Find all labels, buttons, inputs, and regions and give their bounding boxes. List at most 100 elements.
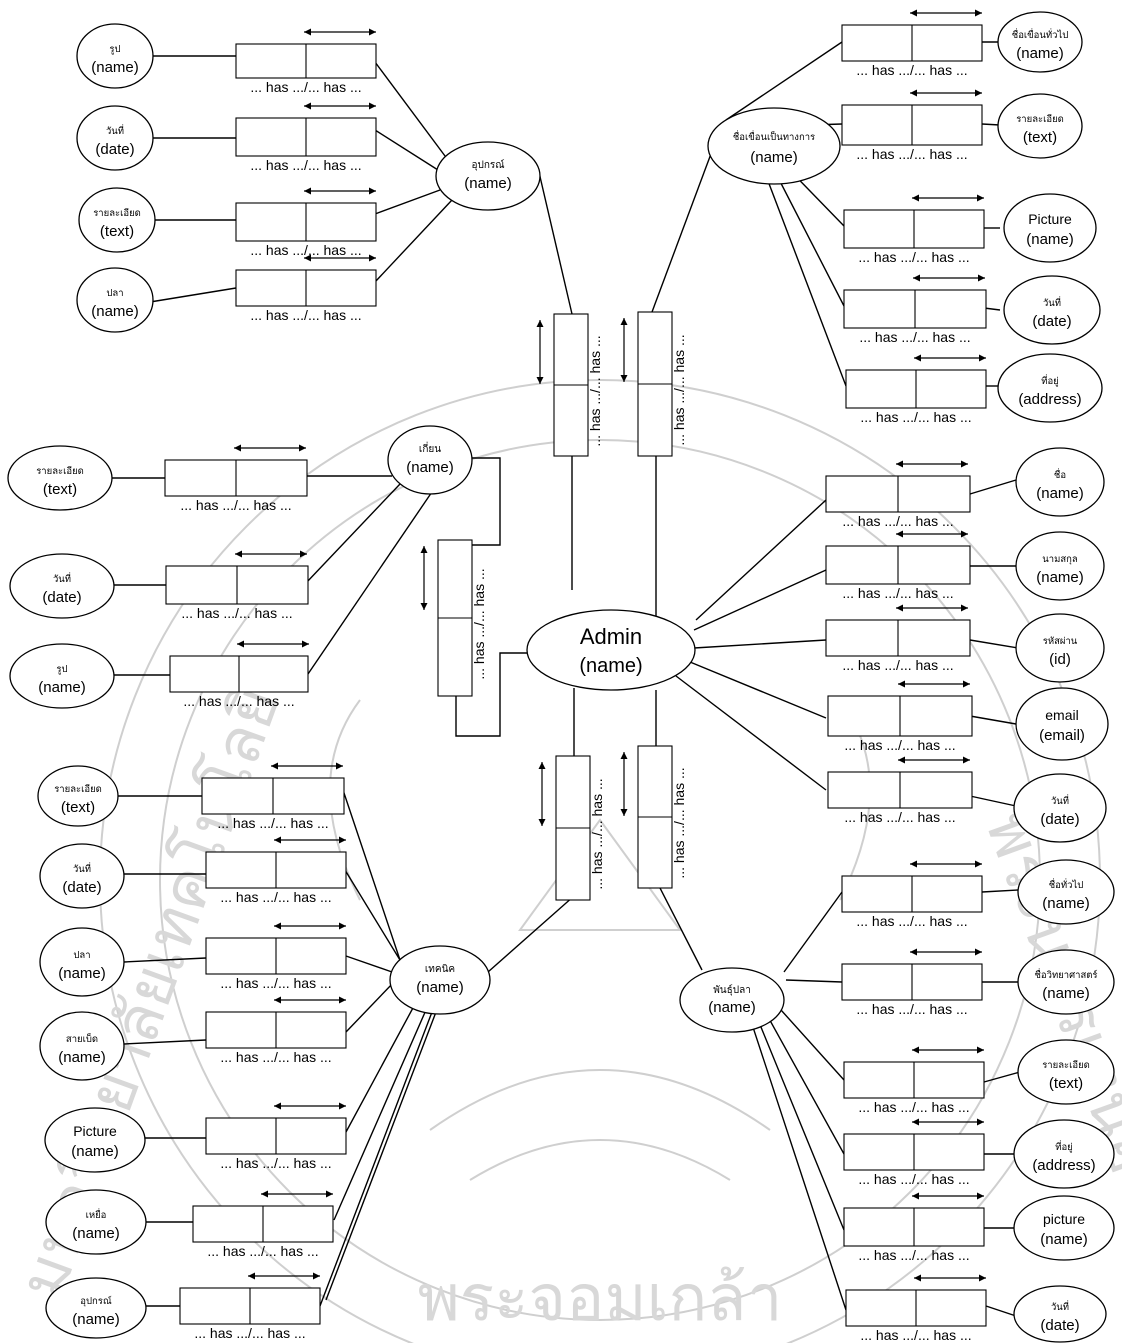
relationship-box[interactable]: ... has .../... has ... [844, 275, 986, 346]
official-attrs-3-ellipse[interactable]: วันที่(date) [1004, 276, 1100, 344]
fish-attrs-4-ellipse[interactable]: picture(name) [1014, 1196, 1114, 1260]
fishing-attrs-5-ellipse-type: (name) [72, 1225, 120, 1242]
fishing-technique-hub[interactable]: เทคนิค (name) [390, 946, 490, 1014]
relationship-box[interactable]: ... has .../... has ... [846, 1275, 986, 1343]
species-left-attrs-0-ellipse-type: (text) [43, 481, 77, 498]
admin-attrs-4-ellipse[interactable]: วันที่(date) [1014, 774, 1106, 842]
admin-attrs-0-ellipse[interactable]: ชื่อ(name) [1016, 448, 1104, 516]
relationship-box[interactable]: ... has .../... has ... [621, 746, 688, 888]
relationship-label: ... has .../... has ... [220, 1155, 331, 1171]
relationship-label: ... has .../... has ... [180, 497, 291, 513]
species-left-attrs-1-ellipse[interactable]: วันที่(date) [10, 554, 114, 618]
official-name-hub[interactable]: ชื่อเขื่อนเป็นทางการ (name) [708, 108, 840, 184]
relationship-label: ... has .../... has ... [842, 657, 953, 673]
relationship-box[interactable]: ... has .../... has ... [165, 445, 307, 514]
tools-attrs-0-ellipse[interactable]: รูป(name) [77, 24, 153, 88]
admin-attrs-3-ellipse[interactable]: email(email) [1016, 688, 1108, 760]
fishing-attrs-1-ellipse[interactable]: วันที่(date) [40, 844, 124, 908]
tools-attrs-3-ellipse[interactable]: ปลา(name) [77, 268, 153, 332]
species-left-attrs-2-ellipse[interactable]: รูป(name) [10, 644, 114, 708]
relationship-box[interactable]: ... has .../... has ... [236, 188, 376, 259]
fishing-attrs-4-ellipse[interactable]: Picture(name) [45, 1108, 145, 1172]
relationship-box[interactable]: ... has .../... has ... [206, 997, 346, 1066]
admin-attrs-1-ellipse[interactable]: นามสกุล(name) [1016, 532, 1104, 600]
official-attrs-0-ellipse-title: ชื่อเขื่อนทั่วไป [1012, 28, 1069, 41]
species-left-attrs-2-ellipse-type: (name) [38, 679, 86, 696]
admin-attrs-2-ellipse[interactable]: รหัสผ่าน(id) [1016, 614, 1104, 682]
relationship-box[interactable]: ... has .../... has ... [844, 1047, 984, 1116]
relationship-box[interactable]: ... has .../... has ... [421, 540, 488, 696]
relationship-box[interactable]: ... has .../... has ... [180, 1273, 320, 1342]
relationship-box[interactable]: ... has .../... has ... [537, 314, 604, 456]
relationship-box[interactable]: ... has .../... has ... [842, 90, 982, 163]
fish-attrs-3-ellipse[interactable]: ที่อยู่(address) [1014, 1120, 1114, 1188]
relationship-label: ... has .../... has ... [220, 1049, 331, 1065]
fishing-attrs-2-ellipse[interactable]: ปลา(name) [40, 928, 124, 996]
official-attrs-2-ellipse[interactable]: Picture(name) [1004, 194, 1096, 262]
relationship-box[interactable]: ... has .../... has ... [844, 1193, 984, 1264]
admin-entity[interactable]: Admin (name) [527, 610, 695, 690]
svg-text:(name): (name) [750, 149, 798, 166]
svg-text:อุปกรณ์: อุปกรณ์ [471, 159, 504, 171]
relationship-box[interactable]: ... has .../... has ... [846, 355, 986, 426]
fish-attrs-0-ellipse[interactable]: ชื่อทั่วไป(name) [1018, 860, 1114, 924]
tools-attrs-1-ellipse[interactable]: วันที่(date) [77, 106, 153, 170]
tools-attrs-2-ellipse[interactable]: รายละเอียด(text) [79, 188, 155, 252]
relationship-label: ... has .../... has ... [250, 157, 361, 173]
official-attrs-1-ellipse-title: รายละเอียด [1016, 113, 1064, 125]
relationship-box[interactable]: ... has .../... has ... [206, 923, 346, 992]
relationship-box[interactable]: ... has .../... has ... [621, 312, 688, 456]
fishing-attrs-1-ellipse-title: วันที่ [73, 862, 91, 875]
species-left-attrs-0-ellipse[interactable]: รายละเอียด(text) [8, 446, 112, 510]
relationship-label: ... has .../... has ... [844, 737, 955, 753]
official-attrs-1-ellipse[interactable]: รายละเอียด(text) [998, 94, 1082, 158]
tools-hub[interactable]: อุปกรณ์ (name) [436, 142, 540, 210]
fish-attrs-5-ellipse[interactable]: วันที่(date) [1014, 1286, 1106, 1342]
official-attrs-2-ellipse-title: Picture [1028, 211, 1072, 227]
relationship-box[interactable]: ... has .../... has ... [826, 605, 970, 674]
fishing-attrs-3-ellipse[interactable]: สายเบ็ด(name) [40, 1012, 124, 1080]
relationship-box[interactable]: ... has .../... has ... [539, 756, 606, 900]
admin-attrs-2-ellipse-title: รหัสผ่าน [1043, 636, 1078, 647]
relationship-box[interactable]: ... has .../... has ... [166, 551, 308, 622]
relationship-box[interactable]: ... has .../... has ... [826, 461, 970, 530]
tools-attrs-0-ellipse-title: รูป [109, 44, 120, 55]
fishing-attrs-6-ellipse-title: อุปกรณ์ [80, 1295, 112, 1307]
relationship-label: ... has .../... has ... [250, 242, 361, 258]
relationship-box[interactable]: ... has .../... has ... [844, 195, 984, 266]
relationship-box[interactable]: ... has .../... has ... [842, 949, 982, 1018]
fish-attrs-1-ellipse[interactable]: ชื่อวิทยาศาสตร์(name) [1018, 950, 1114, 1014]
relationship-label: ... has .../... has ... [842, 585, 953, 601]
relationship-label: ... has .../... has ... [181, 605, 292, 621]
relationship-box[interactable]: ... has .../... has ... [842, 861, 982, 930]
relationship-label: ... has .../... has ... [589, 778, 605, 889]
fish-attrs-2-ellipse[interactable]: รายละเอียด(text) [1018, 1040, 1114, 1104]
fishing-attrs-6-ellipse[interactable]: อุปกรณ์(name) [46, 1278, 146, 1338]
official-attrs-0-ellipse[interactable]: ชื่อเขื่อนทั่วไป(name) [998, 12, 1082, 72]
relationship-box[interactable]: ... has .../... has ... [842, 10, 982, 79]
fishing-attrs-0-ellipse[interactable]: รายละเอียด(text) [38, 766, 118, 826]
official-attrs-4-ellipse[interactable]: ที่อยู่(address) [998, 354, 1102, 422]
fishing-attrs-3-ellipse-type: (name) [58, 1049, 106, 1066]
relationship-box[interactable]: ... has .../... has ... [170, 641, 309, 710]
relationship-box[interactable]: ... has .../... has ... [828, 757, 972, 826]
relationship-box[interactable]: ... has .../... has ... [236, 255, 376, 324]
official-attrs-4-ellipse-type: (address) [1018, 391, 1081, 408]
relationship-label: ... has .../... has ... [858, 1171, 969, 1187]
relationship-label: ... has .../... has ... [217, 815, 328, 831]
fish-attrs-5-ellipse-title: วันที่ [1051, 1300, 1069, 1313]
fishing-attrs-5-ellipse-title: เหยื่อ [86, 1208, 107, 1221]
fishing-attrs-4-ellipse-type: (name) [71, 1143, 119, 1160]
relationship-label: ... has .../... has ... [860, 409, 971, 425]
relationship-box[interactable]: ... has .../... has ... [828, 681, 972, 754]
fishing-attrs-5-ellipse[interactable]: เหยื่อ (name) [46, 1190, 146, 1254]
relationship-box[interactable]: ... has .../... has ... [236, 103, 376, 174]
relationship-label: ... has .../... has ... [856, 1001, 967, 1017]
relationship-box[interactable]: ... has .../... has ... [236, 29, 376, 96]
relationship-box[interactable]: ... has .../... has ... [193, 1191, 333, 1260]
relationship-box[interactable]: ... has .../... has ... [826, 531, 970, 602]
fish-species-hub[interactable]: พันธุ์ปลา (name) [680, 968, 784, 1032]
relationship-label: ... has .../... has ... [860, 1327, 971, 1343]
species-left-hub[interactable]: เกี่ยน (name) [388, 426, 472, 494]
